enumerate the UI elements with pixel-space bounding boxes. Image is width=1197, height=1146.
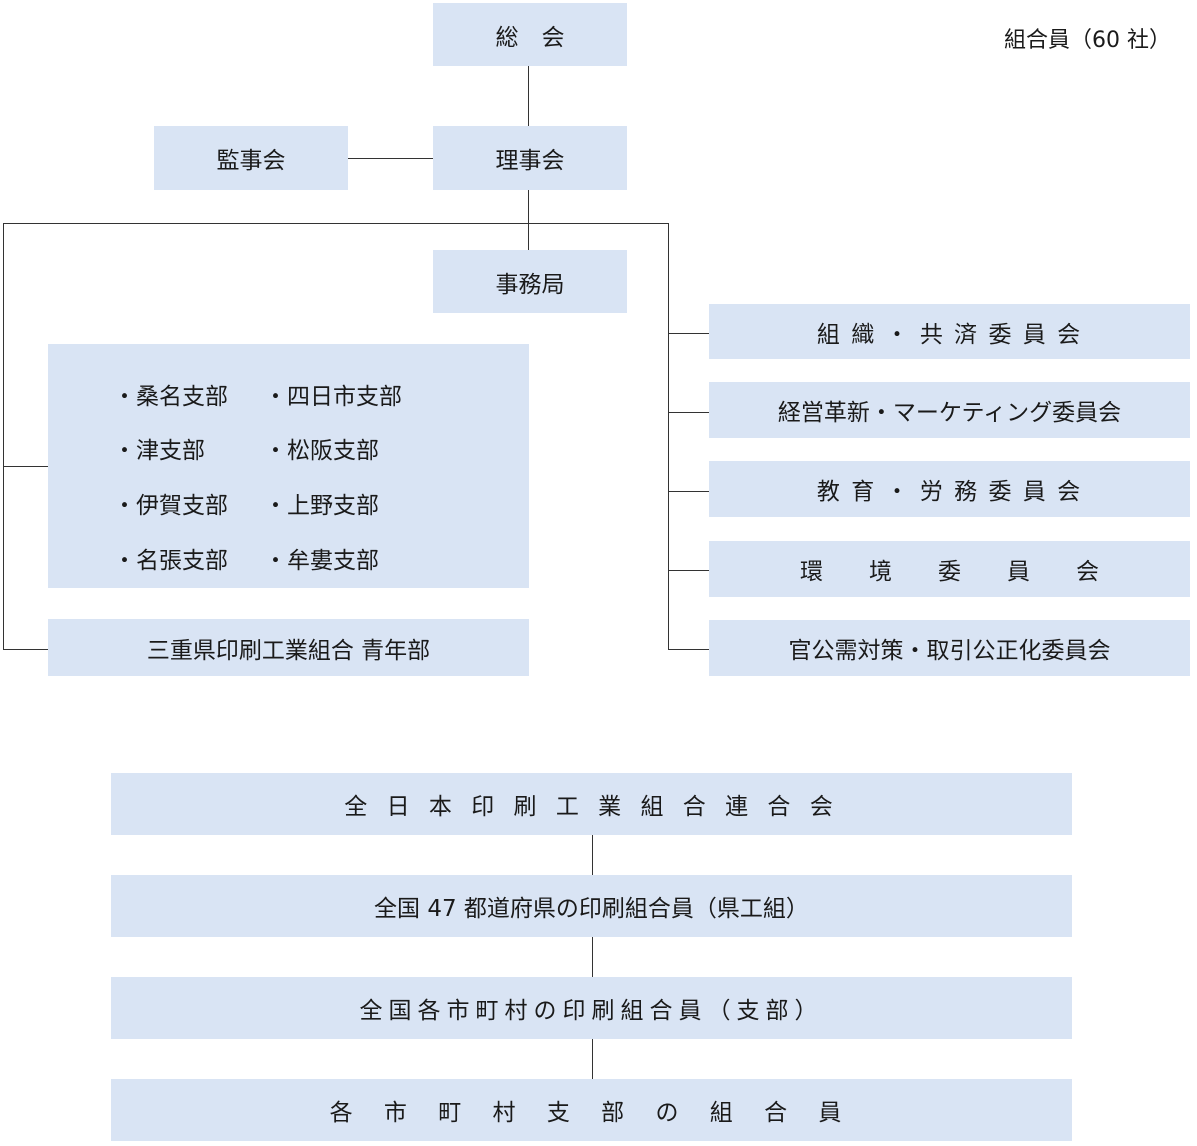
committee-management-innovation-marketing: 経営革新・マーケティング委員会 bbox=[709, 382, 1190, 438]
secretariat-box: 事務局 bbox=[433, 250, 627, 313]
branch-ueno: ・上野支部 bbox=[264, 493, 379, 519]
federation-local-members-box: 各 市 町 村 支 部 の 組 合 員 bbox=[111, 1079, 1072, 1141]
member-count-note: 組合員（60 社） bbox=[1004, 28, 1171, 53]
committee-environment: 環 境 委 員 会 bbox=[709, 541, 1190, 597]
connector-federation-3 bbox=[592, 1039, 593, 1079]
connector-federation-2 bbox=[592, 937, 593, 977]
federation-prefectural-box: 全国 47 都道府県の印刷組合員（県工組） bbox=[111, 875, 1072, 937]
auditors-box: 監事会 bbox=[154, 126, 348, 190]
branch-iga: ・伊賀支部 bbox=[113, 493, 228, 519]
connector-board-down bbox=[528, 190, 529, 250]
committee-organization-mutual-aid: 組 織 ・ 共 済 委 員 会 bbox=[709, 304, 1190, 359]
general-meeting-box: 総 会 bbox=[433, 3, 627, 66]
federation-municipal-box: 全国各市町村の印刷組合員（支部） bbox=[111, 977, 1072, 1039]
youth-division-box: 三重県印刷工業組合 青年部 bbox=[48, 619, 529, 676]
branch-muro: ・牟婁支部 bbox=[264, 548, 379, 574]
connector-general-board bbox=[528, 66, 529, 126]
branch-tsu: ・津支部 bbox=[113, 438, 205, 464]
connector-right-trunk bbox=[668, 223, 669, 650]
branch-yokkaichi: ・四日市支部 bbox=[264, 384, 402, 410]
branch-nabari: ・名張支部 bbox=[113, 548, 228, 574]
connector-to-branches bbox=[3, 466, 48, 467]
branches-panel: ・桑名支部 ・四日市支部 ・津支部 ・松阪支部 ・伊賀支部 ・上野支部 ・名張支… bbox=[48, 344, 529, 588]
connector-left-trunk bbox=[3, 223, 4, 650]
branch-kuwana: ・桑名支部 bbox=[113, 384, 228, 410]
committee-education-labor: 教 育 ・ 労 務 委 員 会 bbox=[709, 461, 1190, 517]
connector-committee-3 bbox=[668, 491, 709, 492]
federation-national-box: 全 日 本 印 刷 工 業 組 合 連 合 会 bbox=[111, 773, 1072, 835]
connector-auditors-board bbox=[348, 158, 433, 159]
connector-to-youth bbox=[3, 649, 48, 650]
connector-committee-1 bbox=[668, 333, 709, 334]
connector-main-horizontal bbox=[3, 223, 668, 224]
connector-committee-5 bbox=[668, 649, 709, 650]
branch-matsusaka: ・松阪支部 bbox=[264, 438, 379, 464]
connector-committee-2 bbox=[668, 412, 709, 413]
committee-public-procurement-fair-trade: 官公需対策・取引公正化委員会 bbox=[709, 620, 1190, 676]
connector-committee-4 bbox=[668, 570, 709, 571]
board-box: 理事会 bbox=[433, 126, 627, 190]
connector-federation-1 bbox=[592, 835, 593, 875]
